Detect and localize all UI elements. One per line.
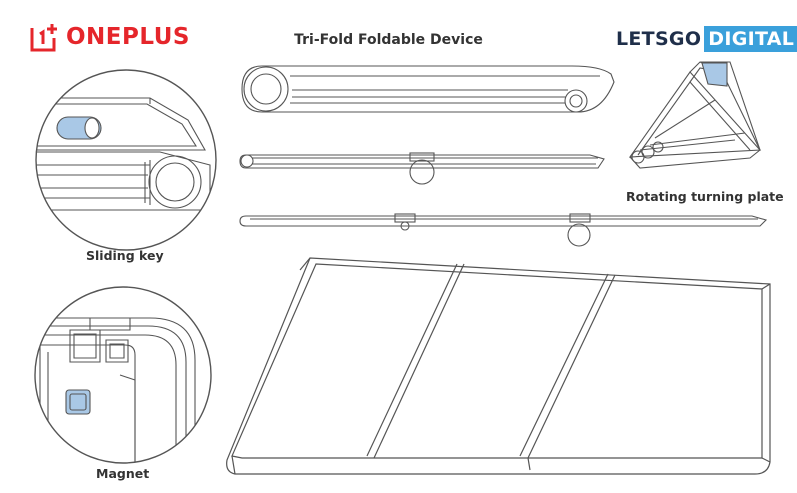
digital-wordmark: DIGITAL	[704, 26, 797, 52]
magnet-detail	[34, 286, 212, 464]
page-title: Tri-Fold Foldable Device	[294, 32, 483, 48]
caption-sliding-key: Sliding key	[86, 248, 164, 263]
letsgo-wordmark: LETSGO	[616, 28, 702, 50]
oneplus-mark-icon	[30, 22, 60, 52]
unfolded-side-view	[239, 213, 768, 247]
sliding-key-detail	[35, 69, 217, 251]
letsgodigital-logo: LETSGO DIGITAL	[616, 26, 797, 52]
rotating-plate-detail	[628, 61, 762, 169]
oneplus-logo: ONEPLUS	[30, 22, 190, 52]
caption-magnet: Magnet	[96, 466, 150, 481]
half-folded-view	[239, 152, 605, 185]
caption-rotating-plate: Rotating turning plate	[626, 189, 784, 204]
unfolded-device-perspective	[226, 257, 771, 475]
oneplus-wordmark: ONEPLUS	[66, 24, 190, 50]
folded-side-view	[241, 65, 615, 113]
